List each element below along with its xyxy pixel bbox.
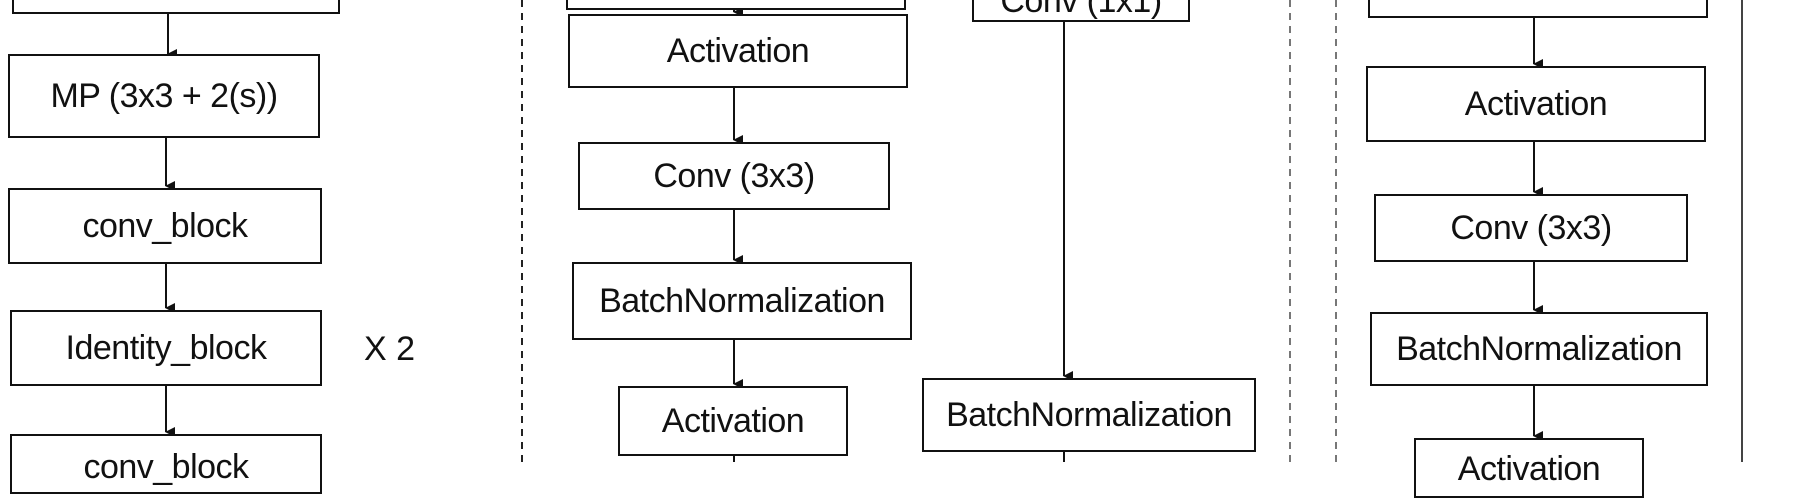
repeat-label: X 2 <box>364 330 416 368</box>
mid-node-activation-1: Activation <box>568 14 908 88</box>
left-node-conv-block-bottom: conv_block <box>10 434 322 494</box>
right-node-top-partial <box>1368 0 1708 18</box>
shortcut-node-conv-1x1: Conv (1x1) <box>972 0 1190 22</box>
shortcut-node-batchnorm: BatchNormalization <box>922 378 1256 452</box>
mid-node-batchnorm: BatchNormalization <box>572 262 912 340</box>
architecture-diagram: MP (3x3 + 2(s)) conv_block Identity_bloc… <box>8 0 1743 498</box>
left-node-identity-block: Identity_block <box>10 310 322 386</box>
left-node-maxpool: MP (3x3 + 2(s)) <box>8 54 320 138</box>
right-node-activation-2: Activation <box>1414 438 1644 498</box>
right-node-batchnorm: BatchNormalization <box>1370 312 1708 386</box>
mid-node-conv-3x3: Conv (3x3) <box>578 142 890 210</box>
mid-node-activation-2: Activation <box>618 386 848 456</box>
right-node-conv-3x3: Conv (3x3) <box>1374 194 1688 262</box>
left-node-top-partial <box>12 0 340 14</box>
right-node-activation-1: Activation <box>1366 66 1706 142</box>
left-node-conv-block: conv_block <box>8 188 322 264</box>
mid-node-top-partial <box>566 0 906 10</box>
